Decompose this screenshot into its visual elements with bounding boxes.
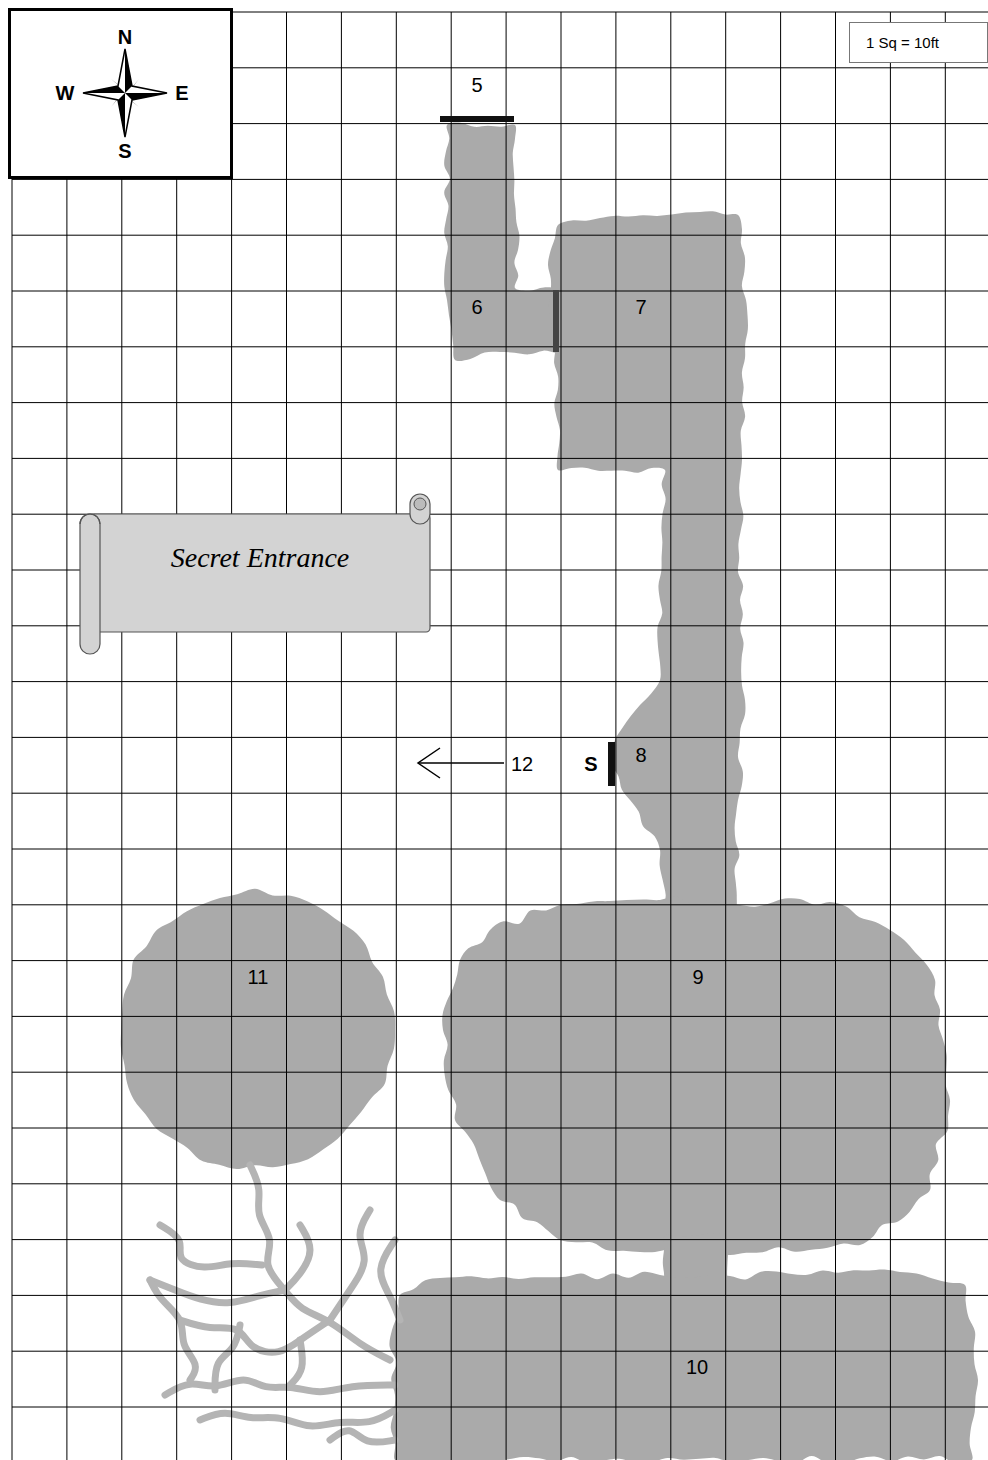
room-number: 11 — [248, 967, 269, 987]
room-number: 8 — [635, 745, 646, 765]
grid-line — [12, 1072, 988, 1073]
grid-line — [12, 346, 988, 347]
grid-line — [341, 12, 342, 1460]
compass-letter: S — [118, 141, 131, 161]
compass-star-major — [83, 49, 167, 137]
grid-line — [12, 1295, 988, 1296]
grid-line — [121, 12, 122, 1460]
tunnel — [285, 1225, 310, 1290]
cave-room — [548, 211, 748, 912]
grid-line — [835, 12, 836, 1460]
grid-line — [890, 12, 891, 1460]
secret-door — [608, 742, 615, 786]
cave-room — [121, 889, 395, 1169]
grid-line — [12, 1016, 988, 1017]
cave-rooms — [121, 123, 978, 1460]
grid-line — [286, 12, 287, 1460]
grid-line — [231, 12, 232, 1460]
compass-star-shade — [118, 93, 125, 137]
compass-letter: N — [118, 27, 132, 47]
grid-line — [12, 235, 988, 236]
scale-box: 1 Sq = 10ft — [849, 22, 988, 63]
grid-line — [12, 402, 988, 403]
room-number: 12 — [511, 754, 533, 774]
grid-line — [12, 1351, 988, 1352]
cave-room — [389, 1270, 978, 1460]
compass-star-shade — [125, 49, 132, 93]
scroll-roll — [80, 514, 100, 654]
grid-line — [12, 1407, 988, 1408]
scale-note: 1 Sq = 10ft — [866, 35, 939, 50]
grid-line — [12, 737, 988, 738]
compass-star-shade — [125, 93, 167, 100]
scroll-body — [90, 514, 430, 632]
grid-line — [945, 12, 946, 1460]
room-number: 6 — [471, 297, 482, 317]
grid-line — [396, 12, 397, 1460]
grid-line — [12, 1183, 988, 1184]
cave-room — [444, 123, 561, 362]
grid-line — [615, 12, 616, 1460]
grid-line — [725, 12, 726, 1460]
secret-door-mark: S — [584, 754, 597, 774]
scroll-roll — [410, 494, 430, 524]
room-number: 5 — [471, 75, 482, 95]
compass-letter: W — [56, 83, 75, 103]
grid-line — [12, 12, 13, 1460]
tunnel — [215, 1325, 240, 1390]
grid-line — [12, 681, 988, 682]
room-number: 7 — [635, 297, 646, 317]
room-number: 9 — [692, 967, 703, 987]
tunnel — [160, 1225, 262, 1267]
tunnel — [165, 1380, 395, 1395]
grid-line — [451, 12, 452, 1460]
tunnel — [330, 1210, 370, 1320]
grid-line — [12, 1128, 988, 1129]
grid-line — [176, 12, 177, 1460]
grid-line — [66, 12, 67, 1460]
arrow-shaft — [418, 762, 504, 764]
grid-line — [12, 960, 988, 961]
compass-star-shade — [83, 86, 125, 93]
grid-line — [12, 458, 988, 459]
tunnel — [150, 1280, 285, 1303]
grid-line — [506, 12, 507, 1460]
compass-box: N W E S — [8, 8, 233, 179]
tunnel — [200, 1410, 395, 1426]
grid-line — [670, 12, 671, 1460]
cave-room — [442, 896, 950, 1255]
scroll-banner: Secret Entrance — [78, 492, 432, 656]
tunnel — [180, 1320, 330, 1352]
grid-line — [12, 849, 988, 850]
grid-line — [12, 179, 988, 180]
tunnel — [290, 1340, 302, 1385]
door — [553, 290, 559, 352]
grid-line — [780, 12, 781, 1460]
grid-line — [12, 1239, 988, 1240]
grid-line — [12, 793, 988, 794]
doors — [440, 116, 615, 786]
door — [440, 116, 514, 122]
grid-line — [12, 904, 988, 905]
scroll-curl — [80, 514, 100, 524]
tunnel — [381, 1240, 400, 1320]
grid-line — [561, 12, 562, 1460]
compass-letter: E — [175, 83, 188, 103]
map-grid — [12, 12, 988, 1460]
arrow-head — [418, 748, 440, 778]
banner-title: Secret Entrance — [171, 544, 350, 572]
direction-arrow — [418, 748, 504, 778]
grid-line — [12, 291, 988, 292]
tunnel — [330, 1431, 395, 1442]
scroll-art — [78, 492, 432, 656]
room-number: 10 — [686, 1357, 708, 1377]
scroll-curl — [414, 498, 426, 510]
tunnels — [150, 1165, 400, 1442]
